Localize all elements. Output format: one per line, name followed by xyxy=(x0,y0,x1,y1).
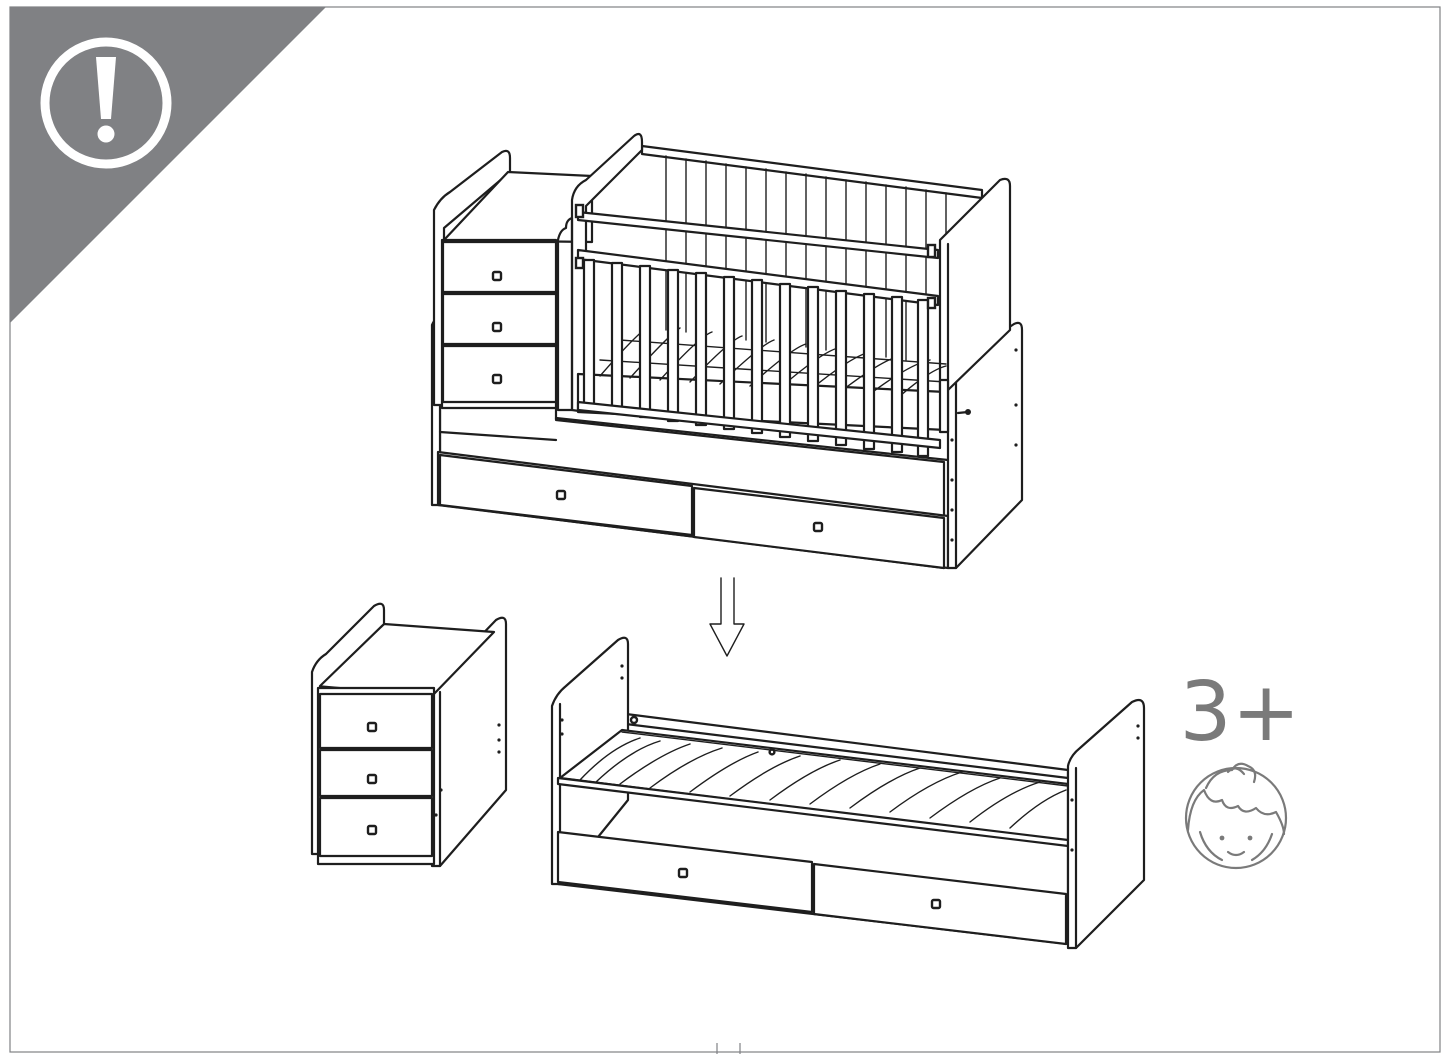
three-drawer-dresser xyxy=(310,602,508,868)
warning-banner xyxy=(10,7,326,323)
lower-dresser-drawer-1 xyxy=(318,692,434,750)
bed-drawer-left xyxy=(556,830,814,914)
right-end-panel xyxy=(946,321,1024,570)
lower-dresser-drawer-2 xyxy=(318,748,434,798)
lower-dresser-drawer-3 xyxy=(318,796,434,858)
convertible-crib-with-dresser xyxy=(430,132,1024,570)
bed-drawer-right xyxy=(812,862,1068,946)
exclamation-icon xyxy=(40,37,172,169)
age-badge: 3+ xyxy=(1180,665,1301,870)
base-drawer-right xyxy=(692,486,946,570)
age-label: 3+ xyxy=(1180,665,1301,760)
down-arrow-icon xyxy=(709,577,745,657)
changing-dresser xyxy=(432,149,594,410)
child-face-icon xyxy=(1184,762,1288,870)
dresser-drawer-2 xyxy=(441,292,558,346)
front-slats xyxy=(582,258,930,458)
crib-cage xyxy=(556,132,1012,458)
base-drawer-left xyxy=(438,453,694,537)
page-frame xyxy=(9,6,1441,1054)
dresser-drawer-1 xyxy=(441,240,558,294)
junior-bed-with-drawers xyxy=(550,636,1146,950)
dresser-drawer-3 xyxy=(441,344,558,404)
